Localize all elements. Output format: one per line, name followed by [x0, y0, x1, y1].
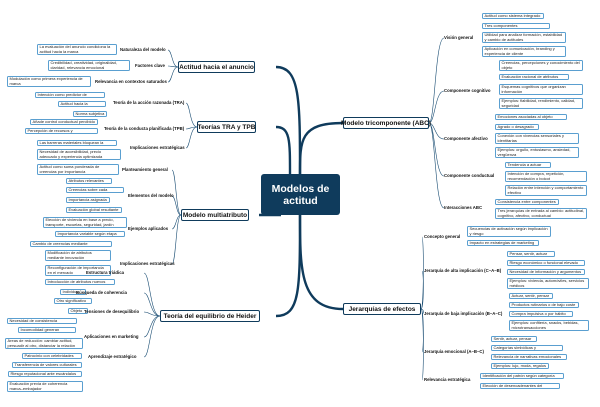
leaf-factores-1[interactable]: Credibilidad, creatividad, originalidad,… — [48, 60, 130, 71]
leaf-impl-tra-1[interactable]: Las barreras materiales bloquean la cond… — [37, 140, 117, 146]
leaf-marketing-2[interactable]: Transferencia de valores culturales — [12, 362, 82, 368]
leaf-baja-2[interactable]: Productos rutinarios o de bajo coste — [509, 302, 579, 308]
leaf-emocional-1[interactable]: Sentir, actuar, pensar — [491, 336, 537, 342]
leaf-tra-1[interactable]: Intención como predictor de conducta — [35, 92, 105, 98]
leaf-elem-4[interactable]: Evaluación global resultante — [66, 207, 122, 213]
leaf-contextos-1[interactable]: Modulación como primera experiencia de m… — [7, 76, 91, 87]
branch-tra-tpb[interactable]: Teorías TRA y TPB — [197, 121, 256, 133]
node-implicaciones-tra[interactable]: Implicaciones estratégicas — [130, 145, 185, 150]
central-topic[interactable]: Modelos de actitud — [261, 174, 340, 215]
leaf-alta-2[interactable]: Riesgo económico o funcional elevado — [507, 260, 585, 266]
node-planteamiento[interactable]: Planteamiento general — [122, 167, 168, 172]
leaf-impl-multi-2[interactable]: Modificación de atributos mediante innov… — [45, 250, 111, 261]
node-vision-general[interactable]: Visión general — [444, 35, 474, 40]
node-elementos[interactable]: Elementos del modelo — [128, 193, 174, 198]
leaf-tensiones-1[interactable]: Áreas de reducción: cambiar actitud, per… — [5, 338, 83, 349]
leaf-marketing-3[interactable]: Riesgo reputacional ante escándalos — [8, 371, 82, 377]
leaf-alta-3[interactable]: Necesidad de información y argumentos — [507, 269, 585, 275]
node-naturaleza-modelo[interactable]: Naturaleza del modelo — [120, 47, 166, 52]
leaf-concepto-2[interactable]: Impacto en estrategias de marketing — [467, 240, 539, 246]
node-estructura-triadica[interactable]: Estructura triádica — [86, 270, 124, 275]
leaf-baja-4[interactable]: Ejemplos: confitería, snacks, bebidas, m… — [509, 320, 589, 331]
leaf-interacciones-1[interactable]: Consistencia entre componentes — [495, 199, 559, 205]
node-busqueda-coherencia[interactable]: Búsqueda de coherencia — [76, 290, 127, 295]
node-componente-conductual[interactable]: Componente conductual — [444, 173, 495, 178]
branch-multiatributo[interactable]: Modelo multiatributo — [181, 209, 249, 221]
leaf-cognitivo-4[interactable]: Ejemplos: fiabilidad, rendimiento, calid… — [499, 98, 583, 109]
leaf-cognitivo-1[interactable]: Creencias, percepciones y conocimiento d… — [499, 60, 583, 71]
leaf-busqueda-1[interactable]: Necesidad de consistencia psicológica — [7, 318, 77, 324]
leaf-elem-1[interactable]: Atributos relevantes — [66, 178, 112, 184]
leaf-impl-multi-4[interactable]: Introducción de atributos nuevos — [45, 279, 115, 285]
leaf-tpb-1[interactable]: Añade control conductual percibido — [30, 119, 98, 125]
branch-heider[interactable]: Teoría del equilibrio de Heider — [160, 310, 260, 322]
node-relevancia-contextos[interactable]: Relevancia en contextos saturados — [95, 79, 167, 84]
leaf-impl-multi-3[interactable]: Reconfiguración de importancia en el mer… — [45, 265, 111, 276]
leaf-afectivo-1[interactable]: Emociones asociadas al objeto — [495, 114, 567, 120]
leaf-vision-1[interactable]: Actitud como sistema integrado — [482, 13, 544, 19]
leaf-baja-3[interactable]: Compra impulsiva o por hábito — [509, 311, 573, 317]
leaf-relevancia-2[interactable]: Elección de desencadenantes del mensaje — [480, 383, 560, 389]
branch-actitud-anuncio[interactable]: Actitud hacia el anuncio — [178, 61, 255, 73]
node-tensiones[interactable]: Tensiones de desequilibrio — [84, 309, 140, 314]
node-aplicaciones-marketing[interactable]: Aplicaciones en marketing — [84, 334, 139, 339]
node-jerarquia-emocional[interactable]: Jerarquía emocional (A–B–C) — [424, 349, 484, 354]
leaf-relevancia-1[interactable]: Identificación del patrón según categorí… — [480, 373, 564, 379]
leaf-conductual-1[interactable]: Tendencia a actuar — [505, 162, 551, 168]
leaf-conductual-3[interactable]: Relación entre intención y comportamient… — [505, 185, 587, 196]
leaf-ejemplos-1[interactable]: Elección de vivienda en base a precio, t… — [43, 217, 127, 228]
node-implicaciones-multi[interactable]: Implicaciones estratégicas — [120, 261, 175, 266]
leaf-ejemplos-2[interactable]: Importancia variable según etapa vital — [55, 231, 125, 237]
leaf-impl-multi-1[interactable]: Cambio de creencias mediante comunicació… — [30, 241, 112, 247]
leaf-estructura-1[interactable]: Individuo — [60, 289, 86, 295]
node-interacciones-abc[interactable]: Interacciones ABC — [444, 205, 483, 210]
node-jerarquia-baja[interactable]: Jerarquía de baja implicación (B–A–C) — [424, 311, 503, 316]
leaf-afectivo-3[interactable]: Conexión con vivencias sensoriales y ide… — [495, 133, 579, 144]
leaf-afectivo-4[interactable]: Ejemplos: orgullo, entusiasmo, ansiedad,… — [495, 147, 579, 158]
leaf-emocional-3[interactable]: Relevancia de narrativas emocionales — [491, 354, 567, 360]
leaf-emocional-4[interactable]: Ejemplos: lujo, moda, regalos — [491, 363, 549, 369]
leaf-concepto-1[interactable]: Secuencias de activación según implicaci… — [467, 226, 551, 237]
leaf-conductual-2[interactable]: Intención de compra, repetición, recomen… — [505, 171, 587, 182]
node-ejemplos-aplicados[interactable]: Ejemplos aplicados — [128, 226, 169, 231]
branch-tricomponente[interactable]: Modelo tricomponente (ABC) — [341, 117, 431, 129]
leaf-estructura-2[interactable]: Otro significativo — [54, 298, 92, 304]
leaf-baja-1[interactable]: Actuar, sentir, pensar — [509, 293, 553, 299]
leaf-tra-2[interactable]: Actitud hacia la conducta — [58, 101, 106, 107]
leaf-afectivo-2[interactable]: Agrado o desagrado — [495, 124, 539, 130]
leaf-interacciones-2[interactable]: Tres jerarquías de entrada al cambio: ac… — [495, 208, 587, 219]
leaf-alta-4[interactable]: Ejemplos: vivienda, automóviles, servici… — [507, 278, 589, 289]
node-factores-clave[interactable]: Factores clave — [135, 63, 165, 68]
node-jerarquia-alta[interactable]: Jerarquía de alta implicación (C–A–B) — [424, 268, 502, 273]
leaf-vision-2[interactable]: Tres componentes interdependientes — [482, 23, 550, 29]
leaf-cognitivo-2[interactable]: Evaluación racional de atributos — [499, 74, 569, 80]
leaf-aprendizaje-1[interactable]: Evaluación previa de coherencia marca–em… — [7, 381, 83, 392]
node-relevancia-estrategica[interactable]: Relevancia estratégica — [424, 377, 471, 382]
leaf-estructura-3[interactable]: Objeto — [68, 308, 88, 314]
node-aprendizaje-estrategico[interactable]: Aprendizaje estratégico — [88, 354, 137, 359]
leaf-marketing-1[interactable]: Patrocinio con celebridades — [22, 353, 82, 359]
branch-jerarquias[interactable]: Jerarquías de efectos — [343, 303, 421, 315]
leaf-plant-1[interactable]: Actitud como suma ponderada de creencias… — [37, 164, 119, 175]
node-concepto-general[interactable]: Concepto general — [424, 234, 461, 239]
leaf-emocional-2[interactable]: Categorías simbólicas y experienciales — [491, 345, 563, 351]
leaf-naturaleza-1[interactable]: La evaluación del anuncio condiciona la … — [37, 44, 117, 55]
leaf-tra-3[interactable]: Norma subjetiva — [73, 111, 107, 117]
leaf-elem-3[interactable]: Importancia asignada — [66, 197, 110, 203]
leaf-vision-4[interactable]: Aplicación en comunicación, branding y e… — [482, 46, 566, 57]
leaf-tpb-2[interactable]: Percepción de recursos y capacidades — [25, 128, 98, 134]
leaf-alta-1[interactable]: Pensar, sentir, actuar — [507, 251, 555, 257]
node-tra[interactable]: Teoría de la acción razonada (TRA) — [113, 100, 185, 105]
node-componente-cognitivo[interactable]: Componente cognitivo — [444, 88, 491, 93]
node-tpb[interactable]: Teoría de la conducta planificada (TPB) — [104, 126, 185, 131]
leaf-cognitivo-3[interactable]: Esquemas cognitivos que organizan inform… — [499, 84, 583, 95]
leaf-busqueda-2[interactable]: Incomodidad generan malestar — [18, 327, 76, 333]
leaf-elem-2[interactable]: Creencias sobre cada atributo — [66, 187, 124, 193]
node-componente-afectivo[interactable]: Componente afectivo — [444, 136, 488, 141]
leaf-impl-tra-2[interactable]: Necesidad de accesibilidad, precio adecu… — [37, 149, 121, 160]
leaf-vision-3[interactable]: Utilidad para analizar formación, estabi… — [482, 32, 566, 43]
